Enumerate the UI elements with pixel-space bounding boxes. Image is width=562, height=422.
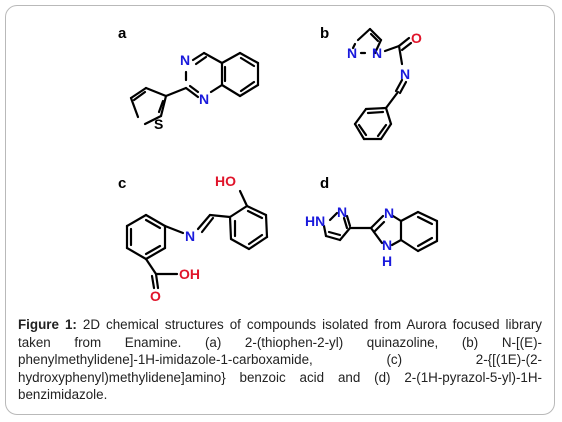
structure-d-bonds — [322, 210, 439, 253]
atom-n: N — [347, 45, 357, 61]
caption-text: 2D chemical structures of compounds isol… — [18, 317, 542, 403]
atom-n: N — [180, 52, 190, 68]
panel-label-a: a — [118, 25, 127, 42]
structure-b-bonds — [351, 27, 413, 141]
structure-a-bonds — [129, 51, 260, 126]
atom-n: N — [199, 91, 209, 107]
atom-n: N — [382, 237, 392, 253]
panel-label-c: c — [118, 175, 127, 192]
atom-h: H — [382, 253, 392, 269]
atom-s: S — [154, 116, 163, 132]
figure-frame — [5, 5, 555, 415]
atom-n: N — [337, 204, 347, 220]
atom-hn: HN — [305, 213, 325, 229]
panel-label-d: d — [320, 175, 330, 192]
atom-ho: HO — [215, 173, 236, 189]
atom-o: O — [150, 288, 161, 304]
atom-n: N — [400, 66, 410, 82]
atom-o: O — [411, 30, 422, 46]
figure-label: Figure 1: — [18, 317, 77, 332]
atom-n: N — [185, 228, 195, 244]
structure-c-bonds — [125, 189, 269, 290]
atom-n: N — [384, 205, 394, 221]
atom-n: N — [372, 45, 382, 61]
figure-caption: Figure 1: 2D chemical structures of comp… — [18, 316, 542, 404]
atom-oh: OH — [179, 266, 200, 282]
panel-label-b: b — [320, 25, 330, 42]
